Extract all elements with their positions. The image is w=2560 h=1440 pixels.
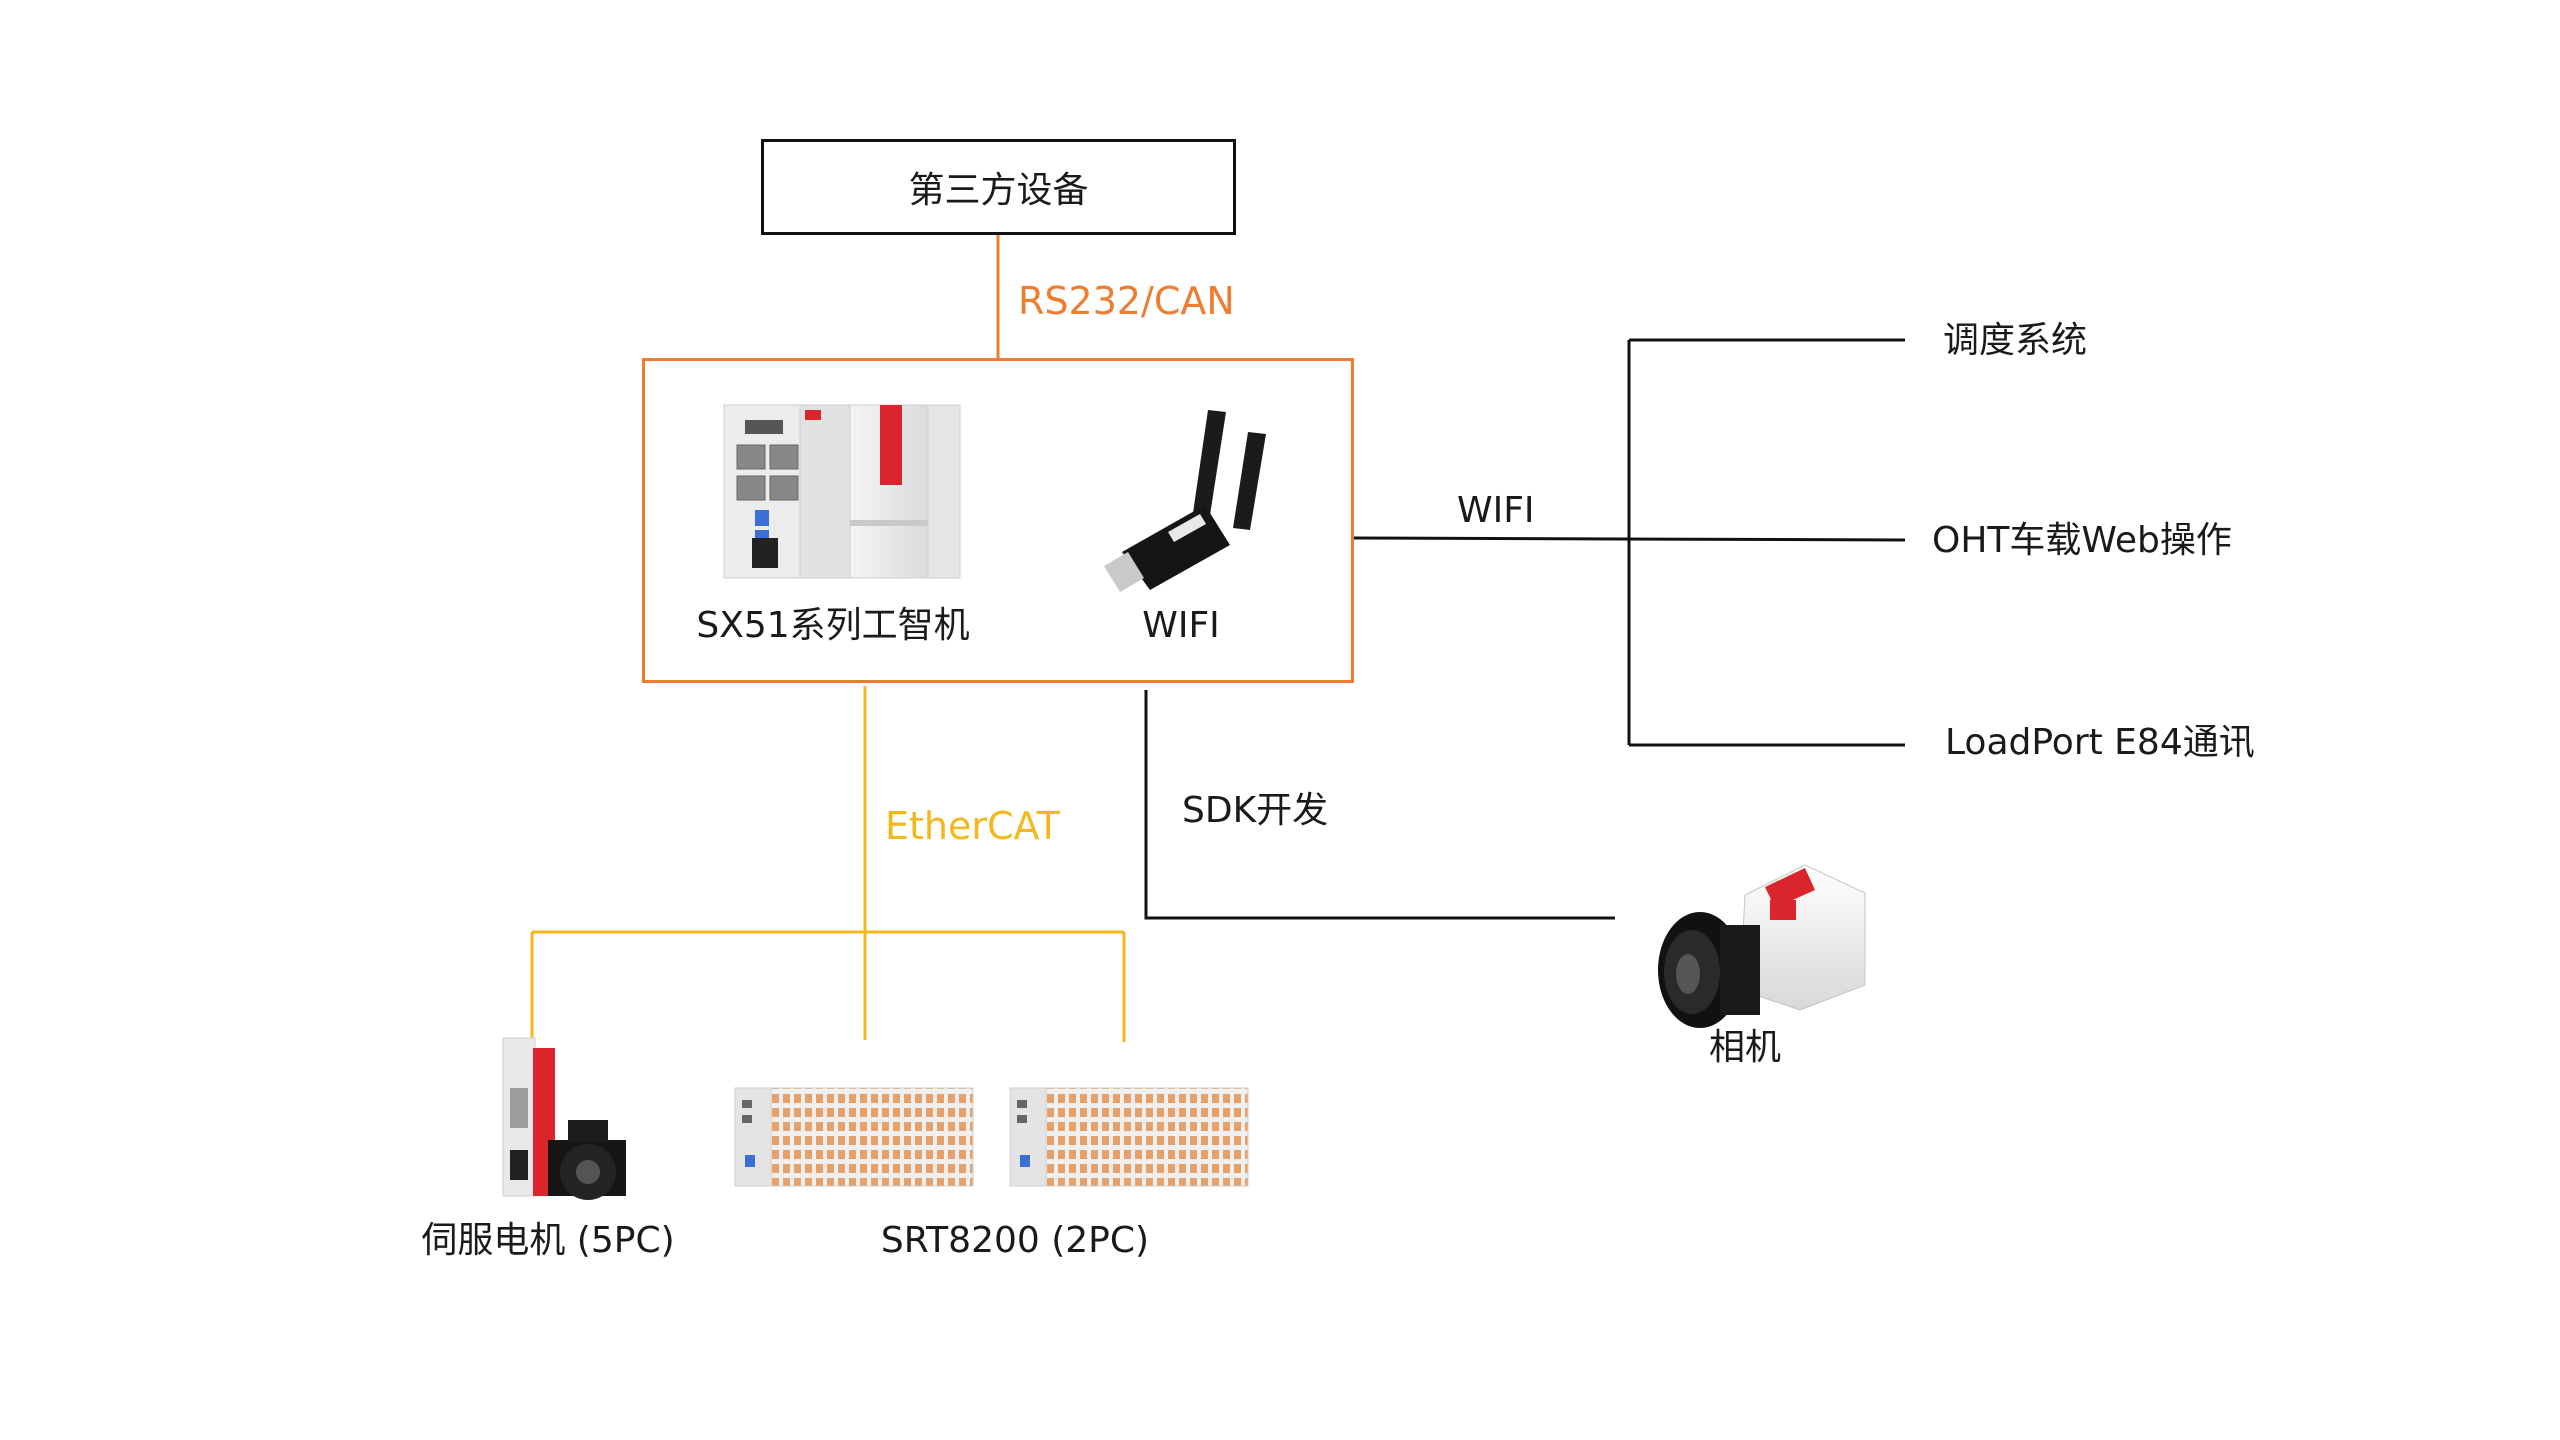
srt8200-label: SRT8200 (2PC) [880,1220,1150,1261]
sx51-controller-image [723,404,961,579]
rs232-can-label: RS232/CAN [1018,279,1235,323]
third-party-device-label: 第三方设备 [908,170,1089,211]
wifi-link-label: WIFI [1457,490,1535,531]
wifi-module-label: WIFI [1142,605,1220,646]
controller-group-box [642,358,1354,683]
servo-drive-image [502,1037,626,1200]
srt8200-module-1 [734,1087,974,1187]
sdk-line [1144,690,1615,920]
oht-web-label: OHT车载Web操作 [1932,520,2232,561]
loadport-e84-label: LoadPort E84通讯 [1945,722,2255,763]
servo-motor-label: 伺服电机 (5PC) [421,1220,675,1261]
srt8200-module-2 [1009,1087,1249,1187]
third-party-device-box: 第三方设备 [761,139,1236,235]
sx51-controller-label: SX51系列工智机 [696,605,970,646]
camera-label: 相机 [1708,1027,1782,1068]
dispatch-system-label: 调度系统 [1943,320,2088,361]
ethercat-label: EtherCAT [885,804,1060,848]
wifi-dongle-image [1104,410,1266,592]
camera-image [1658,864,1866,1028]
sdk-development-label: SDK开发 [1182,790,1329,831]
